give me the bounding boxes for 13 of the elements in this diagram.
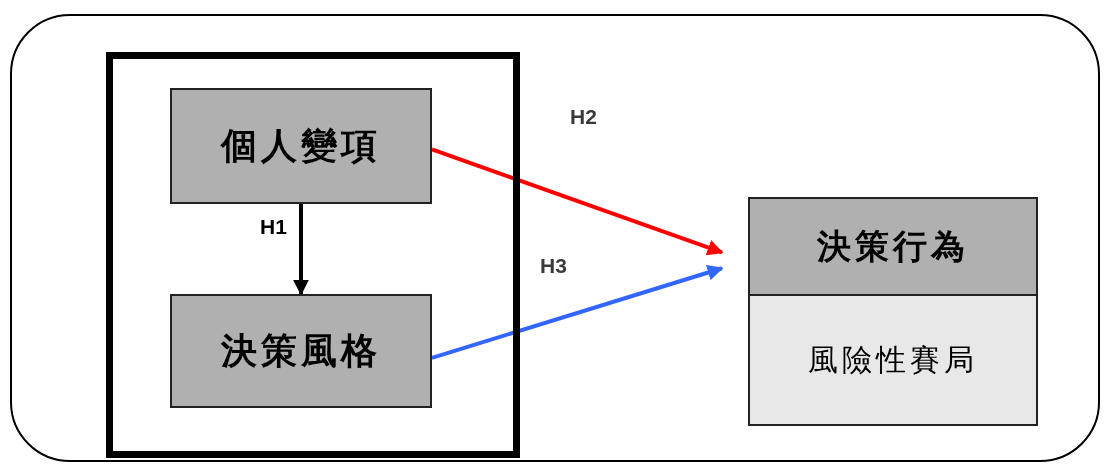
- variable-box: [748, 197, 1038, 296]
- group-box: [106, 52, 520, 458]
- variable-box: [170, 88, 432, 204]
- rounded-frame: [10, 14, 1100, 462]
- arrow: [431, 264, 724, 360]
- node-label: 風險性賽局: [808, 340, 978, 379]
- node-label: 決策行為: [817, 224, 969, 268]
- arrow: [431, 147, 724, 256]
- node-label: 決策風格: [221, 327, 381, 373]
- node-label: 個人變項: [221, 122, 381, 168]
- category-box: [748, 294, 1038, 426]
- variable-box: [170, 294, 432, 408]
- arrow: [293, 204, 309, 296]
